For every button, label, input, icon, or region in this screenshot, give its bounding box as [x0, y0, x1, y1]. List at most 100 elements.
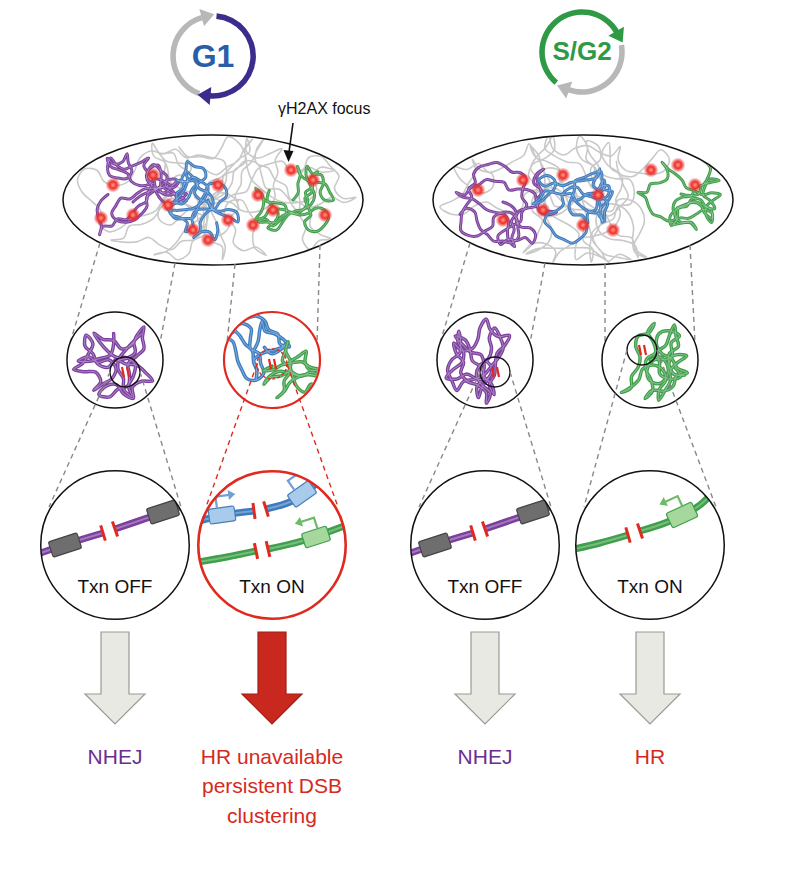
chromatin-fiber [301, 526, 330, 548]
phase-label: G1 [192, 37, 235, 75]
gh2ax-focus [201, 233, 216, 248]
zoom-detail [437, 312, 533, 408]
gh2ax-focus [186, 223, 201, 238]
chromatin-fiber [405, 500, 567, 557]
node-outline [41, 471, 190, 620]
chromatin-fiber [293, 517, 303, 529]
chromatin-fiber [657, 492, 682, 515]
chromatin-fiber [665, 496, 682, 512]
transcription-label: Txn OFF [448, 576, 523, 599]
zoom-line [419, 372, 480, 507]
gh2ax-focus [106, 178, 121, 193]
gh2ax-focus [284, 163, 299, 178]
nucleus-outline [433, 135, 733, 265]
zoom-detail [224, 312, 320, 408]
zoom-detail [67, 312, 163, 408]
chromatin [456, 162, 556, 246]
nucleus [433, 135, 733, 265]
node-outline [40, 470, 190, 620]
zoom-line [49, 372, 110, 507]
zoom-circle-outline [41, 471, 190, 620]
chromatin [74, 327, 153, 399]
leader-arrow [284, 123, 294, 162]
zoom-line [604, 264, 605, 343]
gh2ax-focus [211, 178, 226, 193]
chromatin [167, 161, 239, 240]
gh2ax-focus [161, 198, 176, 213]
gh2ax-focus [536, 203, 551, 218]
gh2ax-focus [266, 203, 281, 218]
gh2ax-focus [251, 188, 266, 203]
node-outline [411, 471, 560, 620]
chromatin-fiber [146, 500, 179, 524]
zoom-line [287, 364, 338, 507]
gh2ax-focus [688, 178, 703, 193]
chromatin [533, 169, 612, 244]
gh2ax-focus [146, 168, 161, 183]
zoom-detail [437, 312, 533, 408]
cycle-arrowhead [557, 81, 572, 98]
zoom-detail [492, 367, 494, 377]
chromatin-fiber [626, 527, 630, 542]
chromatin-fiber [637, 523, 642, 538]
chromatin [77, 137, 355, 260]
gh2ax-focus [126, 208, 141, 223]
gh2ax-focus [306, 173, 321, 188]
chromatin [446, 319, 510, 403]
zoom-detail [480, 357, 510, 387]
gh2ax-focus [94, 163, 333, 248]
nucleus [63, 135, 363, 265]
nucleus [433, 135, 733, 265]
chromatin [74, 327, 153, 399]
transcription-label: Txn ON [617, 576, 682, 599]
gh2ax-focus [221, 213, 236, 228]
chromatin-fiber [285, 465, 311, 490]
zoom-detail [110, 357, 140, 387]
zoom-line [657, 350, 716, 507]
outcome-label: NHEJ [425, 742, 545, 771]
node-outline [410, 470, 560, 620]
gh2ax-focus [591, 188, 606, 203]
label-holder: γH2AX focus [278, 98, 370, 120]
cycle-phase-circle: G1 [173, 16, 253, 96]
zoom-detail [127, 367, 129, 377]
zoom-detail [627, 335, 657, 365]
gh2ax-focus [644, 163, 659, 178]
zoom-circle-outline [576, 471, 725, 620]
chromatin [446, 319, 510, 403]
chromatin [621, 323, 687, 400]
chromatin-fiber [215, 489, 237, 508]
chromatin-fiber [192, 551, 256, 563]
chromatin [77, 137, 355, 260]
gh2ax-focus [671, 158, 686, 173]
label-holder: NHEJ [425, 742, 545, 771]
chromatin-fiber [640, 481, 722, 531]
node-outline [197, 470, 347, 620]
zoom-line [206, 364, 338, 507]
gh2ax-focus [471, 158, 703, 238]
leader-arrow [289, 123, 293, 152]
chromatin-fiber [35, 500, 197, 557]
zoom-detail [437, 312, 533, 408]
chromatin [74, 327, 153, 399]
zoom-circle: Txn ON [575, 470, 725, 620]
gh2ax-focus [318, 208, 333, 223]
zoom-detail [67, 312, 163, 408]
chromatin [440, 136, 720, 264]
zoom-detail [602, 312, 698, 408]
chromatin-fiber [657, 497, 668, 509]
chromatin [446, 319, 510, 403]
zoom-detail [497, 367, 499, 377]
nucleus-outline [63, 135, 363, 265]
zoom-line [206, 364, 257, 507]
zoom-line [160, 263, 175, 343]
nucleus [63, 135, 363, 265]
outcome-arrow [620, 632, 680, 724]
cycle-arc [539, 9, 619, 85]
cycle-arrowhead [198, 87, 212, 105]
gh2ax-focus [246, 218, 261, 233]
chromatin-fiber [112, 521, 117, 536]
gh2ax-focus [606, 223, 621, 238]
chromatin-fiber [293, 513, 317, 534]
